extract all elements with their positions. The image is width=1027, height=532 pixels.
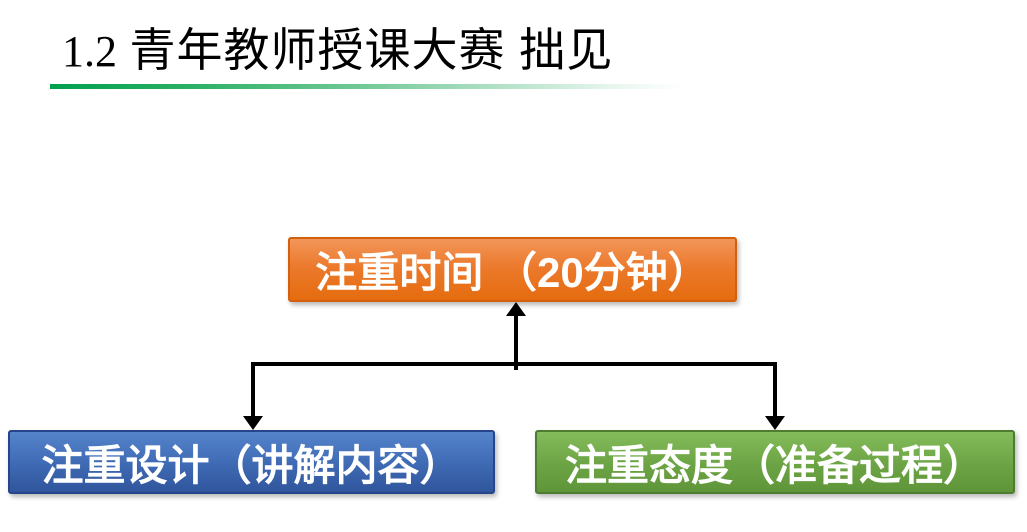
title-underline-bar (50, 84, 682, 89)
node-attitude: 注重态度（准备过程） (535, 430, 1015, 494)
node-time-label: 注重时间 （20分钟） (315, 249, 710, 296)
up-arrowhead-icon (506, 302, 526, 316)
page-title: 1.2 青年教师授课大赛 拙见 (62, 20, 613, 92)
down-arrowhead-right-icon (765, 416, 785, 430)
down-arrowhead-left-icon (243, 416, 263, 430)
node-design: 注重设计（讲解内容） (8, 430, 495, 494)
title-text: 青年教师授课大赛 拙见 (129, 24, 614, 76)
node-design-label: 注重设计（讲解内容） (41, 441, 462, 489)
down-arrow-right-line (773, 362, 777, 416)
up-arrow-line (514, 314, 518, 370)
down-arrow-left-line (251, 362, 255, 416)
title-number: 1.2 (62, 27, 117, 76)
node-attitude-label: 注重态度（准备过程） (564, 441, 985, 489)
node-time: 注重时间 （20分钟） (288, 237, 737, 302)
